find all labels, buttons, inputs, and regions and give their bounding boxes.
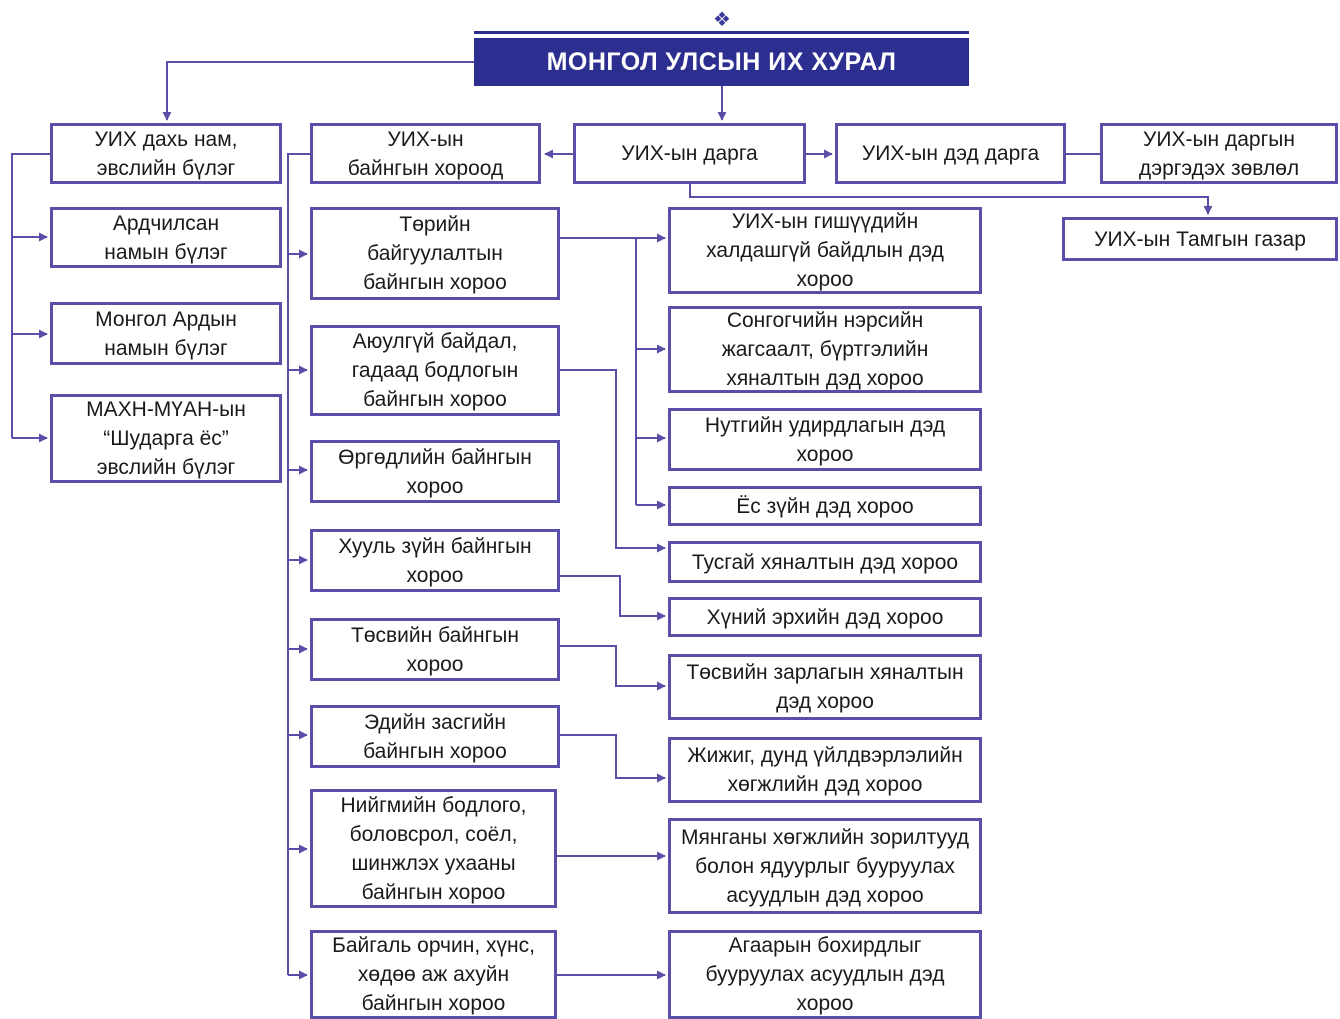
connector-sub-8	[560, 734, 666, 783]
vice-speaker-box: УИХ-ын дэд дарга	[835, 123, 1066, 184]
subcommittee: Хүний эрхийн дэд хороо	[668, 597, 982, 637]
secretariat-box: УИХ-ын Тамгын газар	[1062, 217, 1338, 261]
subcommittee: Агаарын бохирдлыг бууруулах асуудлын дэд…	[668, 930, 982, 1019]
connector-sub-5	[560, 369, 666, 553]
connector-sub-7	[560, 645, 666, 691]
connector-speaker-to-secretariat	[689, 184, 1213, 215]
subcommittee: Нутгийн удирдлагын дэд хороо	[668, 408, 982, 471]
party-group-item: Ардчилсан намын бүлэг	[50, 207, 282, 268]
subcommittee: Төсвийн зарлагын хяналтын дэд хороо	[668, 654, 982, 720]
connector-title-to-groups	[162, 61, 474, 121]
subcommittee: УИХ-ын гишүүдийн халдашгүй байдлын дэд х…	[668, 207, 982, 294]
party-groups-header: УИХ дахь нам, эвслийн бүлэг	[50, 123, 282, 184]
groups-bracket	[11, 153, 50, 438]
standing-committee: Хууль зүйн байнгын хороо	[310, 529, 560, 592]
standing-committee: Нийгмийн бодлого, боловсрол, соёл, шинжл…	[310, 789, 557, 908]
standing-bracket	[287, 153, 310, 975]
connector-state-structure-bus	[560, 237, 637, 505]
advisory-council-box: УИХ-ын даргын дэргэдэх зөвлөл	[1100, 123, 1338, 184]
diagram-title: МОНГОЛ УЛСЫН ИХ ХУРАЛ	[474, 38, 969, 86]
subcommittee: Жижиг, дунд үйлдвэрлэлийн хөгжлийн дэд х…	[668, 737, 982, 803]
subcommittee: Мянганы хөгжлийн зорилтууд болон ядуурлы…	[668, 818, 982, 914]
subcommittee: Ёс зүйн дэд хороо	[668, 486, 982, 526]
title-rule	[474, 31, 969, 34]
party-group-item: Монгол Ардын намын бүлэг	[50, 302, 282, 365]
subcommittee: Тусгай хяналтын дэд хороо	[668, 541, 982, 583]
connector-sub-6	[560, 575, 666, 621]
standing-committee: Төсвийн байнгын хороо	[310, 618, 560, 681]
speaker-box: УИХ-ын дарга	[573, 123, 806, 184]
standing-committee: Байгаль орчин, хүнс, хөдөө аж ахуйн байн…	[310, 930, 557, 1019]
subcommittee: Сонгогчийн нэрсийн жагсаалт, бүртгэлийн …	[668, 306, 982, 393]
standing-committee: Эдийн засгийн байнгын хороо	[310, 705, 560, 768]
standing-committees-header: УИХ-ын байнгын хороод	[310, 123, 541, 184]
standing-committee: Төрийн байгуулалтын байнгын хороо	[310, 207, 560, 300]
party-group-item: МАХН-МҮАН-ын “Шударга ёс” эвслийн бүлэг	[50, 394, 282, 483]
endless-knot-icon: ❖	[713, 9, 731, 31]
standing-committee: Өргөдлийн байнгын хороо	[310, 440, 560, 503]
standing-committee: Аюулгүй байдал, гадаад бодлогын байнгын …	[310, 325, 560, 416]
